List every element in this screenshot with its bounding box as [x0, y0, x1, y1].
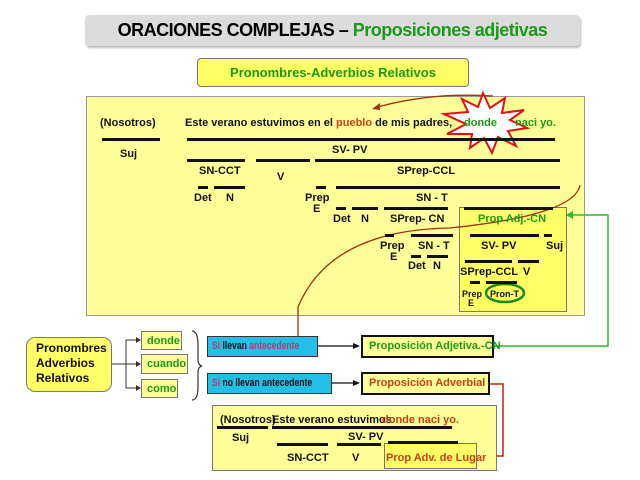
- arc-curve: [297, 184, 581, 308]
- ex-prop: Prop Adv. de Lugar: [386, 452, 487, 464]
- bracket-line: [388, 441, 458, 444]
- label-n: N: [361, 213, 369, 225]
- green-connector: [494, 214, 609, 347]
- cond-text: Si llevan antecedente: [212, 337, 299, 356]
- bracket-line: [465, 260, 512, 263]
- label-v: V: [277, 171, 285, 183]
- subtitle-box: Pronombres-Adverbios Relativos: [197, 58, 469, 87]
- label-n: N: [226, 192, 234, 204]
- label-prep: Prep: [305, 192, 330, 204]
- label-sncct: SN-CCT: [199, 165, 241, 177]
- bracket-line: [316, 186, 326, 189]
- bracket-line: [214, 186, 245, 189]
- word-cuando: cuando: [141, 354, 188, 374]
- ex-sentence: Este verano estuvimos: [272, 414, 392, 426]
- label-sprepcn: SPrep- CN: [390, 213, 445, 225]
- bracket-line: [544, 234, 552, 237]
- label-e: E: [313, 203, 321, 215]
- bracket-line: [217, 426, 268, 429]
- prop-v: V: [523, 266, 531, 278]
- bracket-line: [277, 443, 328, 446]
- label-e: E: [390, 251, 398, 263]
- bracket-line: [256, 159, 310, 162]
- subject-text: (Nosotros): [100, 117, 156, 129]
- ex-v: V: [352, 452, 360, 464]
- pron-circle: [484, 282, 526, 304]
- word-como: como: [141, 379, 178, 398]
- title-main: ORACIONES COMPLEJAS –: [117, 20, 349, 40]
- cond-rest: no llevan antecedente: [222, 377, 313, 389]
- cond-si: Si: [212, 377, 221, 389]
- bracket-line: [198, 186, 208, 189]
- ex-subject: (Nosotros): [220, 414, 276, 426]
- label-prep: Prep: [380, 240, 405, 252]
- condition-without-antecedent: Si no llevan antecedente: [207, 373, 332, 394]
- bracket-line: [427, 255, 448, 258]
- bracket-line: [464, 207, 553, 210]
- bracket-line: [470, 281, 480, 284]
- bracket-line: [411, 234, 453, 237]
- title-highlight: Proposiciones adjetivas: [352, 20, 548, 40]
- bracket-line: [337, 443, 381, 446]
- bracket-line: [187, 138, 555, 141]
- arc-arrow: [373, 94, 494, 109]
- label-suj: Suj: [120, 148, 138, 160]
- prop-svpv: SV- PV: [481, 240, 517, 252]
- prop-sprepccl: SPrep-CCL: [460, 266, 519, 278]
- bracket-line: [336, 207, 346, 210]
- prop-e: E: [468, 298, 475, 308]
- bracket-line: [272, 426, 452, 429]
- label-det: Det: [333, 213, 351, 225]
- prop-prep: Prep: [462, 289, 483, 299]
- relatives-line: Pronombres: [36, 341, 107, 355]
- prop-title: Prop Adj.-CN: [478, 213, 547, 225]
- bracket-line: [102, 138, 160, 141]
- bracket-line: [411, 255, 421, 258]
- prop-suj: Suj: [546, 240, 564, 252]
- label-snt: SN - T: [416, 192, 448, 204]
- condition-with-antecedent: Si llevan antecedente: [207, 336, 318, 357]
- bracket-line: [385, 234, 394, 237]
- ex-relative: donde naci yo.: [382, 414, 460, 426]
- relative-word: donde: [464, 117, 497, 129]
- bracket-line: [384, 207, 448, 210]
- relatives-box: Pronombres Adverbios Relativos: [26, 337, 112, 392]
- sentence-end: naci yo.: [515, 117, 556, 129]
- brace: [191, 330, 203, 401]
- example-box: [212, 405, 497, 471]
- label-det: Det: [194, 192, 212, 204]
- bracket-line: [352, 207, 378, 210]
- sentence-part: Este verano estuvimos en el: [185, 117, 333, 129]
- cond-text: Si no llevan antecedente: [212, 374, 312, 393]
- label-det: Det: [408, 260, 426, 272]
- label-svpv: SV- PV: [332, 144, 368, 156]
- bracket-line: [518, 260, 539, 263]
- result-adverbial: Proposición Adverbial: [361, 372, 490, 395]
- bracket-line: [470, 234, 539, 237]
- cond-si: Si: [212, 340, 221, 352]
- label-sprepccl: SPrep-CCL: [397, 165, 456, 177]
- label-snt: SN - T: [418, 240, 450, 252]
- cond-llevan: llevan: [222, 340, 247, 352]
- sentence-part: de mis padres,: [375, 117, 453, 129]
- relatives-line: Adverbios: [36, 356, 95, 370]
- word-donde: donde: [141, 331, 182, 350]
- slide-title: ORACIONES COMPLEJAS – Proposiciones adje…: [85, 15, 580, 46]
- cond-antecedent: antecedente: [249, 340, 300, 352]
- bracket-line: [187, 159, 245, 162]
- bracket-line: [486, 281, 517, 284]
- result-adjective: Proposición Adjetiva.-CN: [361, 335, 501, 358]
- ex-svpv: SV- PV: [348, 431, 384, 443]
- prop-adv-box: [384, 443, 477, 469]
- label-n: N: [433, 260, 441, 272]
- prop-pron: Pron-T: [490, 289, 519, 299]
- sentence-text: Este verano estuvimos en el pueblo de mi…: [185, 117, 452, 129]
- ex-suj: Suj: [232, 432, 250, 444]
- antecedent-word: pueblo: [336, 117, 373, 129]
- relatives-line: Relativos: [36, 371, 90, 385]
- ex-sncct: SN-CCT: [287, 452, 329, 464]
- bracket-line: [315, 159, 560, 162]
- bracket-line: [336, 186, 560, 189]
